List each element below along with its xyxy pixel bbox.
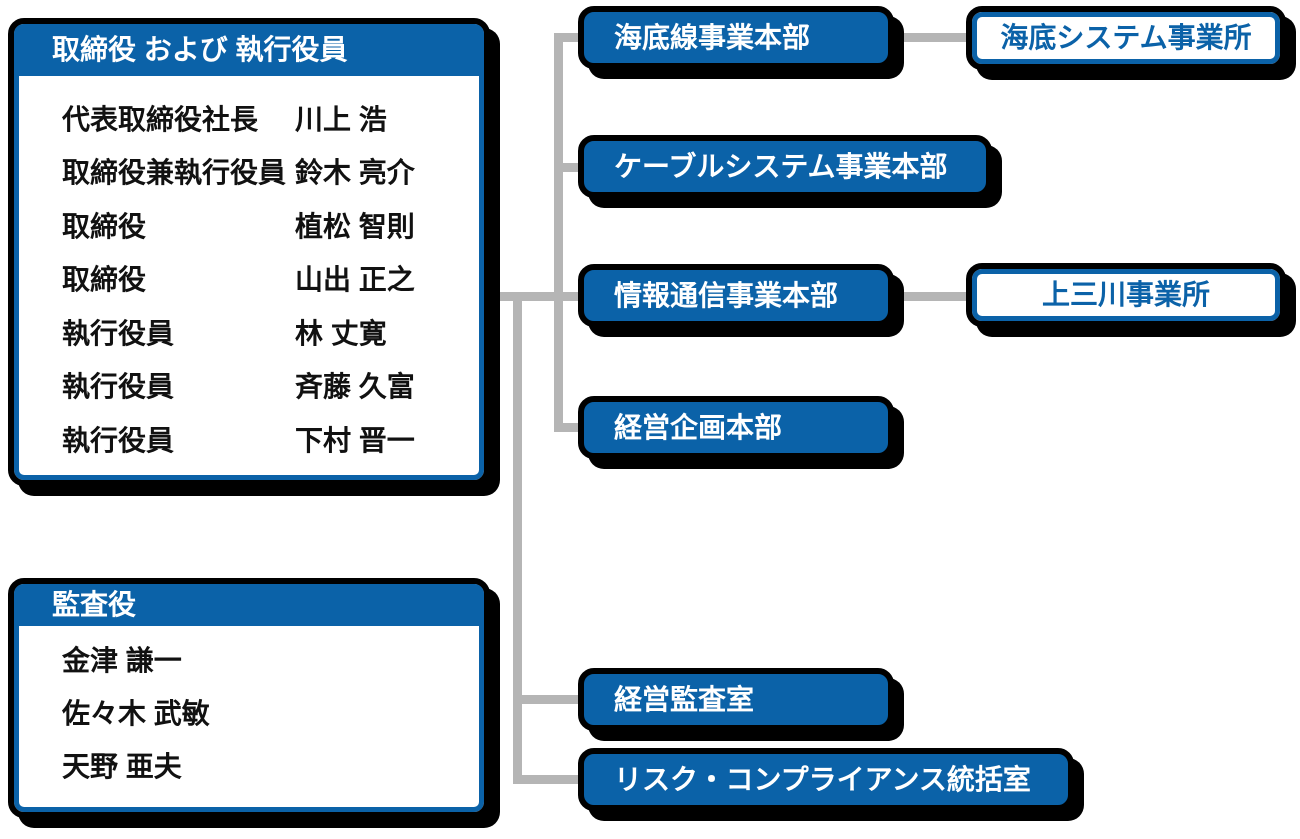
- auditors-list: 金津 謙一 佐々木 武敏 天野 亜夫: [14, 626, 484, 793]
- node-corporate-planning-division: 経営企画本部: [578, 396, 894, 459]
- director-title: 執行役員: [62, 317, 175, 349]
- connector-sea-to-office: [890, 33, 972, 42]
- node-kaminokawa-office: 上三川事業所: [966, 263, 1286, 327]
- director-title: 執行役員: [62, 424, 175, 456]
- connector-trunk-divisions: [554, 33, 563, 432]
- node-info-telecom-division: 情報通信事業本部: [578, 264, 894, 327]
- director-name: 川上 浩: [295, 103, 387, 135]
- auditor-row: 佐々木 武敏: [14, 687, 484, 740]
- auditors-panel-title: 監査役: [14, 584, 484, 626]
- node-submarine-line-division: 海底線事業本部: [578, 6, 894, 69]
- director-title: 代表取締役社長: [62, 103, 259, 135]
- node-submarine-system-office: 海底システム事業所: [966, 6, 1286, 70]
- connector-info-to-office: [890, 292, 972, 301]
- auditor-name: 佐々木 武敏: [62, 697, 210, 729]
- director-row: 取締役 山出 正之: [14, 254, 484, 308]
- connector-branch-audit: [513, 695, 586, 704]
- node-cable-system-division: ケーブルシステム事業本部: [578, 135, 992, 198]
- director-name: 林 丈寛: [295, 317, 387, 349]
- connector-branch-sea: [556, 33, 586, 42]
- director-row: 執行役員 林 丈寛: [14, 307, 484, 361]
- director-name: 鈴木 亮介: [295, 157, 415, 189]
- node-risk-compliance-office: リスク・コンプライアンス統括室: [578, 748, 1074, 811]
- directors-panel: 取締役 および 執行役員 代表取締役社長 川上 浩 取締役兼執行役員 鈴木 亮介…: [8, 18, 490, 486]
- connector-branch-planning: [556, 423, 586, 432]
- director-name: 植松 智則: [295, 210, 415, 242]
- director-name: 斉藤 久富: [295, 371, 415, 403]
- director-row: 執行役員 下村 晋一: [14, 414, 484, 468]
- node-management-audit-office: 経営監査室: [578, 668, 894, 731]
- director-title: 取締役: [62, 264, 147, 296]
- connector-branch-cable: [556, 163, 586, 172]
- auditors-panel: 監査役 金津 謙一 佐々木 武敏 天野 亜夫: [8, 578, 490, 818]
- connector-branch-risk: [513, 775, 586, 784]
- director-row: 代表取締役社長 川上 浩: [14, 93, 484, 147]
- director-row: 執行役員 斉藤 久富: [14, 361, 484, 415]
- auditor-row: 金津 謙一: [14, 634, 484, 687]
- director-row: 取締役兼執行役員 鈴木 亮介: [14, 147, 484, 201]
- director-title: 取締役: [62, 210, 147, 242]
- connector-trunk-staff: [513, 292, 522, 784]
- director-title: 取締役兼執行役員: [62, 157, 287, 189]
- auditor-row: 天野 亜夫: [14, 740, 484, 793]
- directors-panel-title: 取締役 および 執行役員: [14, 24, 484, 76]
- auditor-name: 金津 謙一: [62, 644, 182, 676]
- director-name: 山出 正之: [295, 264, 415, 296]
- directors-list: 代表取締役社長 川上 浩 取締役兼執行役員 鈴木 亮介 取締役 植松 智則 取締…: [14, 76, 484, 468]
- director-name: 下村 晋一: [295, 424, 415, 456]
- connector-main-horizontal: [486, 292, 578, 301]
- director-row: 取締役 植松 智則: [14, 200, 484, 254]
- auditor-name: 天野 亜夫: [62, 750, 182, 782]
- director-title: 執行役員: [62, 371, 175, 403]
